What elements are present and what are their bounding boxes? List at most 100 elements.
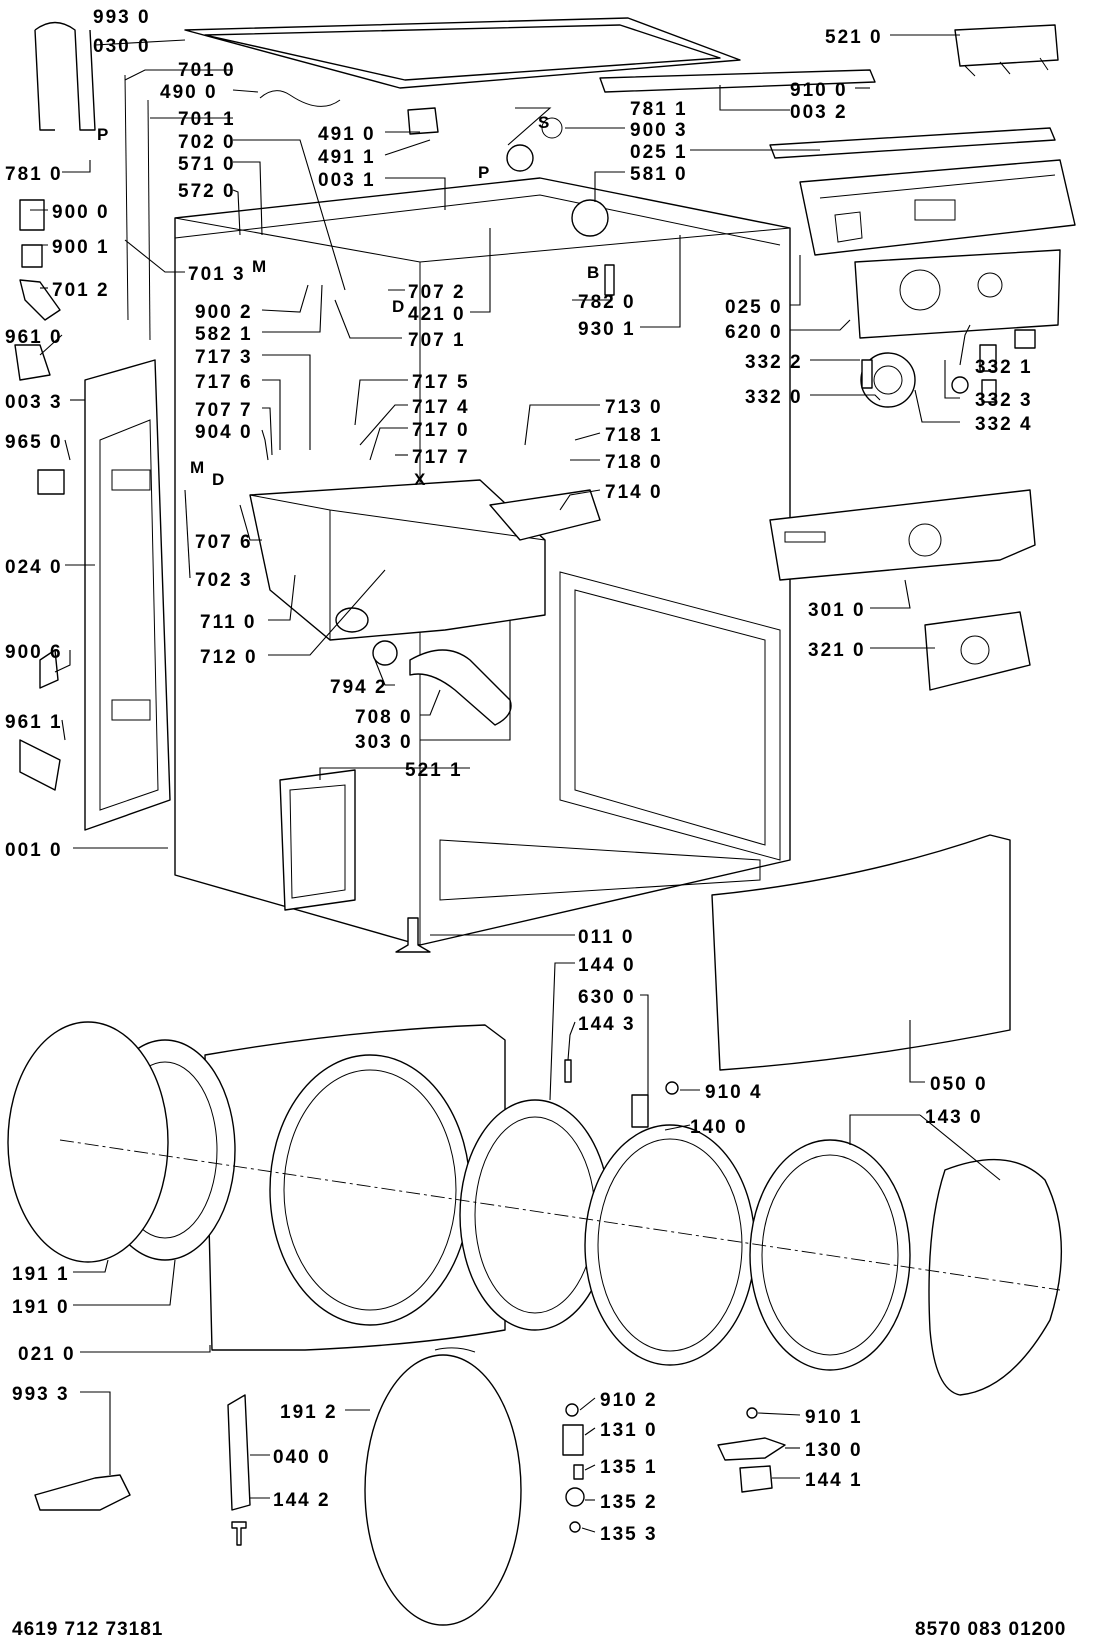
callout-714-0: 714 0 — [605, 482, 663, 503]
callout-707-6: 707 6 — [195, 532, 253, 553]
callout-303-0: 303 0 — [355, 732, 413, 753]
callout-910-4: 910 4 — [705, 1082, 763, 1103]
callout-910-2: 910 2 — [600, 1390, 658, 1411]
letter-markers: P P S M B D M D X — [97, 113, 599, 489]
control-panel-front — [769, 489, 1036, 581]
callout-144-2: 144 2 — [273, 1490, 331, 1511]
cabinet-parts — [7, 17, 1076, 1626]
callout-900-1: 900 1 — [52, 237, 110, 258]
callout-332-2: 332 2 — [745, 352, 803, 373]
callout-904-0: 904 0 — [195, 422, 253, 443]
door-ring — [749, 1139, 911, 1371]
callout-993-3: 993 3 — [12, 1384, 70, 1405]
callout-965-0: 965 0 — [5, 432, 63, 453]
callout-620-0: 620 0 — [725, 322, 783, 343]
callout-144-0: 144 0 — [578, 955, 636, 976]
callout-581-0: 581 0 — [630, 164, 688, 185]
callout-191-1: 191 1 — [12, 1264, 70, 1285]
callout-702-3: 702 3 — [195, 570, 253, 591]
callout-144-1: 144 1 — [805, 1470, 863, 1491]
callout-630-0: 630 0 — [578, 987, 636, 1008]
callout-717-4: 717 4 — [412, 397, 470, 418]
gasket-outer — [7, 1021, 169, 1263]
callout-332-3: 332 3 — [975, 390, 1033, 411]
rear-strip — [769, 127, 1056, 159]
marker-b: B — [587, 263, 599, 282]
dispenser-hose — [409, 649, 512, 726]
callout-910-0: 910 0 — [790, 80, 848, 101]
callout-701-1: 701 1 — [178, 109, 236, 130]
inlet-hose — [34, 21, 96, 131]
callout-130-0: 130 0 — [805, 1440, 863, 1461]
top-rail — [599, 69, 876, 93]
door-hinge — [227, 1394, 251, 1511]
callout-782-0: 782 0 — [578, 292, 636, 313]
callout-050-0: 050 0 — [930, 1074, 988, 1095]
callout-701-0: 701 0 — [178, 60, 236, 81]
callout-582-1: 582 1 — [195, 324, 253, 345]
pressure-switch — [571, 199, 609, 237]
callout-961-1: 961 1 — [5, 712, 63, 733]
callout-910-1: 910 1 — [805, 1407, 863, 1428]
callout-717-0: 717 0 — [412, 420, 470, 441]
callout-332-4: 332 4 — [975, 414, 1033, 435]
callout-707-1: 707 1 — [408, 330, 466, 351]
plinth-panel — [711, 834, 1011, 1071]
electronic-board — [854, 249, 1061, 339]
leader-lines — [30, 34, 1001, 1533]
marker-p-valve: P — [478, 163, 489, 182]
program-selector — [860, 352, 916, 408]
callout-491-1: 491 1 — [318, 147, 376, 168]
callout-701-2: 701 2 — [52, 280, 110, 301]
callout-701-3: 701 3 — [188, 264, 246, 285]
door-glass — [584, 1124, 756, 1366]
door-cover — [928, 1158, 1063, 1396]
marker-m-left: M — [190, 458, 204, 477]
callout-521-1: 521 1 — [405, 760, 463, 781]
callout-191-0: 191 0 — [12, 1297, 70, 1318]
callout-781-0: 781 0 — [5, 164, 63, 185]
water-valve — [506, 144, 534, 172]
marker-d-left: D — [212, 470, 224, 489]
callout-571-0: 571 0 — [178, 154, 236, 175]
callout-024-0: 024 0 — [5, 557, 63, 578]
callout-135-3: 135 3 — [600, 1524, 658, 1545]
callout-712-0: 712 0 — [200, 647, 258, 668]
callout-961-0: 961 0 — [5, 327, 63, 348]
callout-003-3: 003 3 — [5, 392, 63, 413]
service-tool — [34, 1474, 131, 1511]
clamp-ring — [364, 1354, 522, 1626]
callout-003-2: 003 2 — [790, 102, 848, 123]
callout-521-0: 521 0 — [825, 27, 883, 48]
callout-021-0: 021 0 — [18, 1344, 76, 1365]
callout-490-0: 490 0 — [160, 82, 218, 103]
top-cover — [184, 17, 741, 89]
callout-140-0: 140 0 — [690, 1117, 748, 1138]
callout-421-0: 421 0 — [408, 304, 466, 325]
inlet-valve — [407, 107, 439, 135]
callout-702-0: 702 0 — [178, 132, 236, 153]
callout-707-7: 707 7 — [195, 400, 253, 421]
callout-025-0: 025 0 — [725, 297, 783, 318]
callout-040-0: 040 0 — [273, 1447, 331, 1468]
callout-713-0: 713 0 — [605, 397, 663, 418]
callout-900-0: 900 0 — [52, 202, 110, 223]
callout-572-0: 572 0 — [178, 181, 236, 202]
callout-718-0: 718 0 — [605, 452, 663, 473]
side-panel — [84, 359, 171, 831]
callout-332-0: 332 0 — [745, 387, 803, 408]
callout-025-1: 025 1 — [630, 142, 688, 163]
part-number: 8570 083 01200 — [915, 1619, 1066, 1640]
callout-718-1: 718 1 — [605, 425, 663, 446]
dispenser-lid — [489, 489, 601, 541]
callout-707-2: 707 2 — [408, 282, 466, 303]
callout-711-0: 711 0 — [200, 612, 257, 633]
callout-717-5: 717 5 — [412, 372, 470, 393]
marker-m-top: M — [252, 257, 266, 276]
callout-781-1: 781 1 — [630, 99, 688, 120]
callout-900-2: 900 2 — [195, 302, 253, 323]
callout-144-3: 144 3 — [578, 1014, 636, 1035]
control-panel-fascia — [924, 611, 1031, 691]
callout-717-7: 717 7 — [412, 447, 470, 468]
mains-filter — [259, 90, 341, 107]
